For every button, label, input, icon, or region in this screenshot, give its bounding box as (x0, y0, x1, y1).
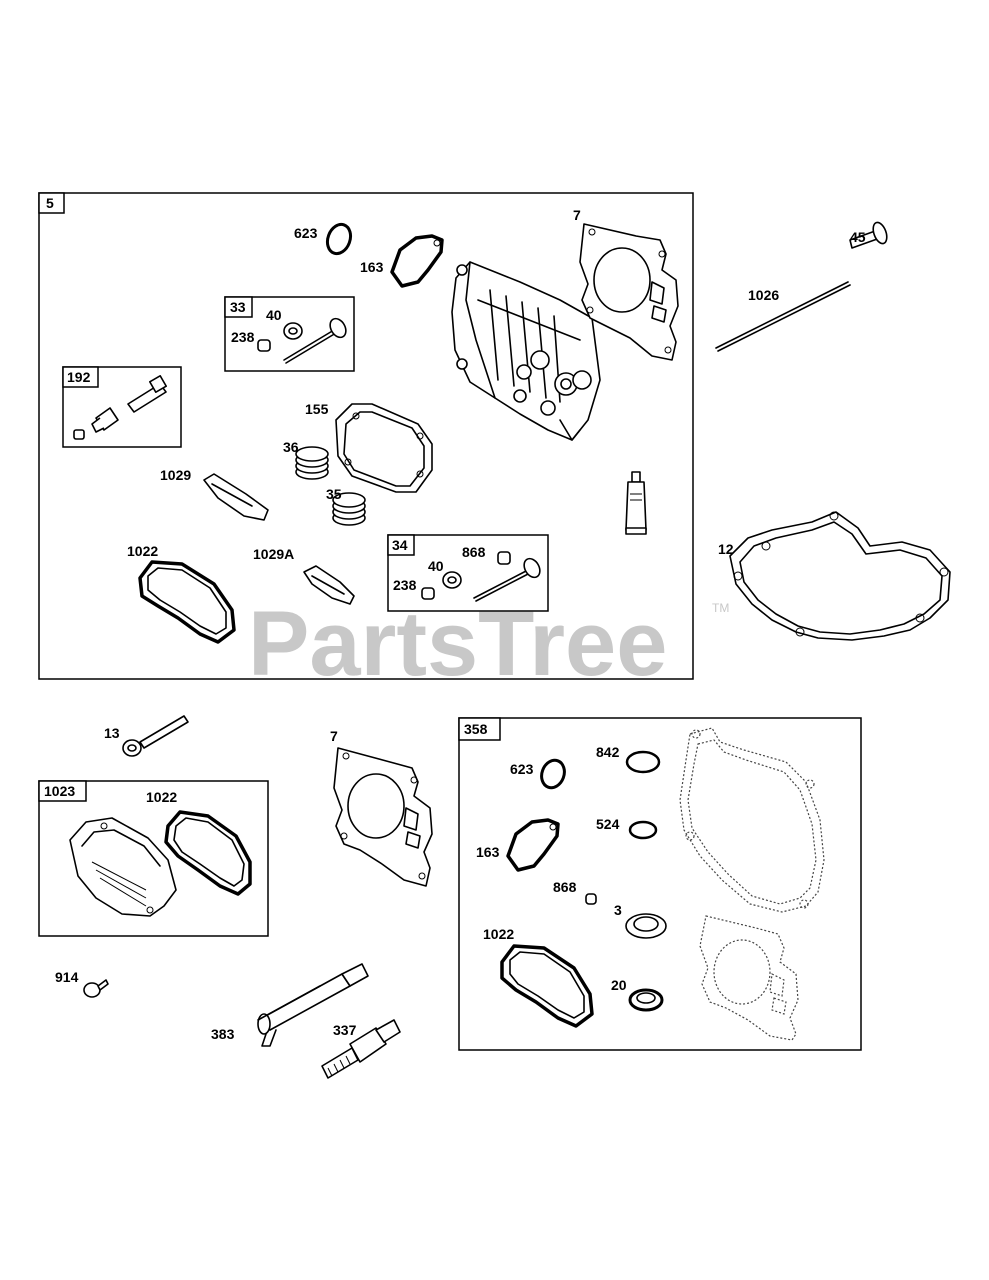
rocker-arm-1029-icon[interactable] (203, 473, 269, 521)
group-tag-1023[interactable]: 1023 (44, 783, 75, 799)
valve-icon[interactable] (283, 316, 349, 364)
valve-cover-gasket-1022b-icon[interactable] (164, 810, 252, 896)
part-label-20[interactable]: 20 (611, 977, 627, 993)
o-ring-524-icon[interactable] (628, 820, 658, 840)
valve-cover-gasket-1022c-icon[interactable] (500, 944, 594, 1028)
head-gasket-7-icon[interactable] (579, 223, 679, 361)
group-tag-box-34 (387, 534, 415, 556)
group-tag-34[interactable]: 34 (392, 537, 408, 553)
screw-914-icon[interactable] (83, 979, 109, 998)
valve-b-icon[interactable] (473, 556, 543, 602)
part-label-1026[interactable]: 1026 (748, 287, 779, 303)
part-label-842[interactable]: 842 (596, 744, 620, 760)
rocker-arm-1029A-icon[interactable] (303, 565, 355, 605)
watermark-text: PartsTree (248, 593, 667, 695)
part-label-383[interactable]: 383 (211, 1026, 235, 1042)
group-tag-192[interactable]: 192 (67, 369, 91, 385)
part-label-7-bottom[interactable]: 7 (330, 728, 338, 744)
keeper-868b-icon[interactable] (585, 893, 597, 905)
part-label-623[interactable]: 623 (294, 225, 318, 241)
part-label-36[interactable]: 36 (283, 439, 299, 455)
breather-fitting-192-icon[interactable] (73, 375, 167, 440)
oil-seal-3-icon[interactable] (625, 913, 667, 939)
part-label-1029[interactable]: 1029 (160, 467, 191, 483)
part-label-163[interactable]: 163 (360, 259, 384, 275)
sealant-tube-icon[interactable] (625, 471, 647, 535)
part-label-13[interactable]: 13 (104, 725, 120, 741)
o-ring-623b-icon[interactable] (538, 757, 568, 791)
part-label-3[interactable]: 3 (614, 902, 622, 918)
valve-seal-40-icon[interactable] (283, 322, 303, 340)
head-gasket-7b-icon[interactable] (333, 747, 433, 887)
group-box-34 (387, 534, 549, 612)
group-box-1023 (38, 780, 269, 937)
part-label-45[interactable]: 45 (850, 229, 866, 245)
part-label-337[interactable]: 337 (333, 1022, 357, 1038)
part-label-155[interactable]: 155 (305, 401, 329, 417)
group-tag-box-33 (224, 296, 253, 318)
valve-keeper-238-icon[interactable] (257, 339, 271, 352)
crankcase-gasket-12-icon[interactable] (729, 511, 951, 641)
valve-seal-40b-icon[interactable] (442, 571, 462, 589)
part-label-1029A[interactable]: 1029A (253, 546, 294, 562)
part-label-524[interactable]: 524 (596, 816, 620, 832)
group-tag-box-192 (62, 366, 99, 388)
group-box-33 (224, 296, 355, 372)
group-tag-33[interactable]: 33 (230, 299, 246, 315)
part-label-12[interactable]: 12 (718, 541, 734, 557)
watermark-trademark: TM (712, 601, 729, 615)
part-label-1022-b[interactable]: 1022 (146, 789, 177, 805)
intake-gasket-163-icon[interactable] (390, 234, 444, 288)
valve-spring-35-icon[interactable] (332, 492, 366, 526)
group-tag-box-1023 (38, 780, 87, 802)
valve-cover-gasket-1022-icon[interactable] (138, 560, 236, 644)
part-label-238-b[interactable]: 238 (393, 577, 417, 593)
spark-plug-wrench-383-icon[interactable] (257, 963, 369, 1047)
keeper-868-icon[interactable] (497, 551, 511, 565)
part-label-623-b[interactable]: 623 (510, 761, 534, 777)
part-label-1022-a[interactable]: 1022 (127, 543, 158, 559)
head-bolt-13-icon[interactable] (122, 715, 189, 757)
valve-keeper-238b-icon[interactable] (421, 587, 435, 600)
part-label-163-b[interactable]: 163 (476, 844, 500, 860)
part-label-35[interactable]: 35 (326, 486, 342, 502)
rocker-housing-155-icon[interactable] (335, 403, 433, 493)
part-label-40-a[interactable]: 40 (266, 307, 282, 323)
part-label-868-b[interactable]: 868 (553, 879, 577, 895)
group-tag-5[interactable]: 5 (46, 195, 54, 211)
group-box-5 (38, 192, 694, 680)
push-rod-1026-icon[interactable] (715, 281, 851, 352)
o-ring-623-icon[interactable] (324, 221, 355, 257)
part-label-868-a[interactable]: 868 (462, 544, 486, 560)
rocker-cover-icon[interactable] (69, 817, 177, 917)
intake-gasket-163b-icon[interactable] (506, 818, 560, 872)
group-tag-box-358 (458, 717, 501, 741)
group-tag-358[interactable]: 358 (464, 721, 488, 737)
group-tag-box-5 (38, 192, 65, 214)
part-label-238-a[interactable]: 238 (231, 329, 255, 345)
valve-spring-36-icon[interactable] (295, 446, 329, 480)
group-box-358 (458, 717, 862, 1051)
group-box-192 (62, 366, 182, 448)
exhaust-valve-45-icon[interactable] (849, 221, 889, 249)
part-label-40-b[interactable]: 40 (428, 558, 444, 574)
oil-seal-20-icon[interactable] (628, 988, 664, 1012)
head-gasket-dashed-icon[interactable] (699, 915, 799, 1041)
spark-plug-icon[interactable] (321, 1019, 401, 1079)
o-ring-842-icon[interactable] (625, 750, 661, 774)
part-label-7-top[interactable]: 7 (573, 207, 581, 223)
crankcase-gasket-dashed-icon[interactable] (679, 727, 825, 913)
part-label-1022-c[interactable]: 1022 (483, 926, 514, 942)
cylinder-head-icon[interactable] (451, 261, 601, 441)
part-label-914[interactable]: 914 (55, 969, 79, 985)
